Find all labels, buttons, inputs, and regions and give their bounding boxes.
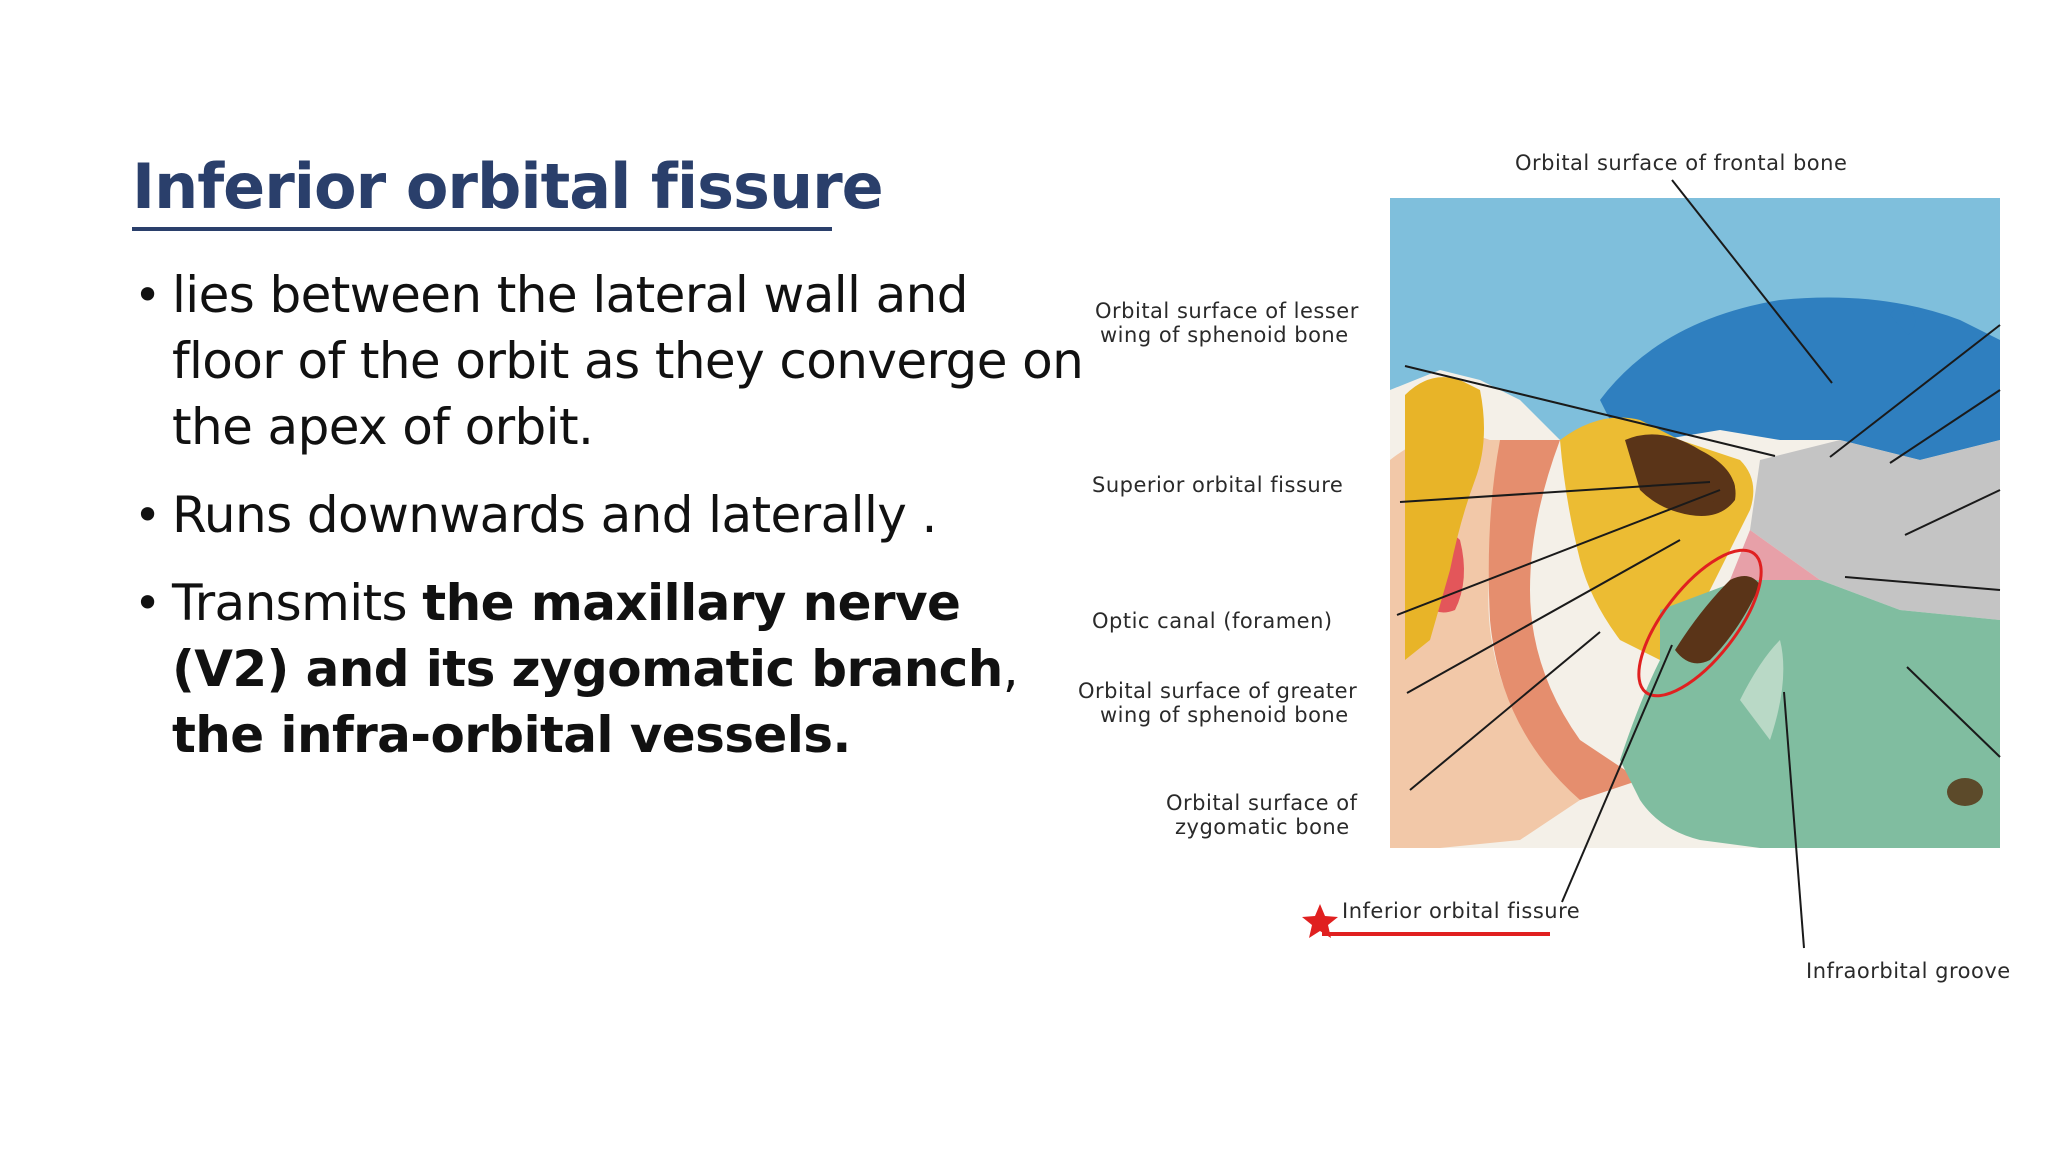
optic-canal-dark	[1705, 473, 1735, 503]
bullet-item: • Runs downwards and laterally .	[130, 482, 1090, 548]
bullet-item: • Transmits the maxillary nerve (V2) and…	[130, 570, 1090, 768]
bullet-text-bold: the maxillary nerve (V2) and its zygomat…	[172, 574, 1003, 698]
label-red-underline	[1322, 932, 1550, 936]
label-zygomatic-line1: Orbital surface of	[1166, 791, 1358, 815]
bullet-list: • lies between the lateral wall and floo…	[130, 262, 1090, 790]
leader-lines	[1396, 179, 2001, 949]
label-greater-wing-line1: Orbital surface of greater	[1078, 679, 1357, 703]
infraorbital-groove-light	[1740, 640, 1784, 740]
label-frontal-bone: Orbital surface of frontal bone	[1515, 151, 1847, 175]
title-underline	[132, 227, 832, 231]
label-infraorbital-groove: Infraorbital groove	[1806, 959, 2011, 983]
bullet-dot-icon: •	[134, 488, 161, 542]
label-optic-canal: Optic canal (foramen)	[1092, 609, 1333, 633]
red-star-icon	[1302, 904, 1338, 938]
frontal-bone-orbital-surface	[1600, 297, 2000, 460]
slide-title: Inferior orbital fissure	[132, 150, 884, 223]
bullet-dot-icon: •	[134, 268, 161, 322]
orbit-illustration: Orbital surface of frontal bone Orbital …	[1078, 151, 2011, 983]
bullet-item: • lies between the lateral wall and floo…	[130, 262, 1090, 460]
foramen-dark	[1947, 778, 1983, 806]
sphenoid-left-surface	[1405, 377, 1484, 660]
ethmoid-region	[1750, 440, 2000, 620]
bullet-text: lies between the lateral wall and floor …	[172, 266, 1084, 456]
inferior-fissure-dark	[1675, 576, 1760, 664]
frontal-bump	[1890, 306, 1916, 335]
orbit-anatomy-figure: Orbital surface of frontal bone Orbital …	[1060, 140, 2020, 1000]
bullet-text: Runs downwards and laterally .	[172, 486, 937, 544]
label-lesser-wing-line1: Orbital surface of lesser	[1095, 299, 1359, 323]
bullet-text-bold: the infra-orbital vessels.	[172, 706, 851, 764]
bullet-text: ,	[1002, 640, 1019, 698]
bullet-text: Transmits	[172, 574, 423, 632]
label-greater-wing-line2: wing of sphenoid bone	[1100, 703, 1349, 727]
label-inferior-orbital-fissure: Inferior orbital fissure	[1342, 899, 1580, 923]
bullet-dot-icon: •	[134, 576, 161, 630]
label-zygomatic-line2: zygomatic bone	[1175, 815, 1350, 839]
maxilla-floor	[1620, 580, 2000, 848]
highlight-ellipse	[1637, 548, 1763, 698]
label-superior-orbital-fissure: Superior orbital fissure	[1092, 473, 1343, 497]
label-lesser-wing-line2: wing of sphenoid bone	[1100, 323, 1349, 347]
zygomatic-orbital-surface	[1488, 440, 1640, 800]
